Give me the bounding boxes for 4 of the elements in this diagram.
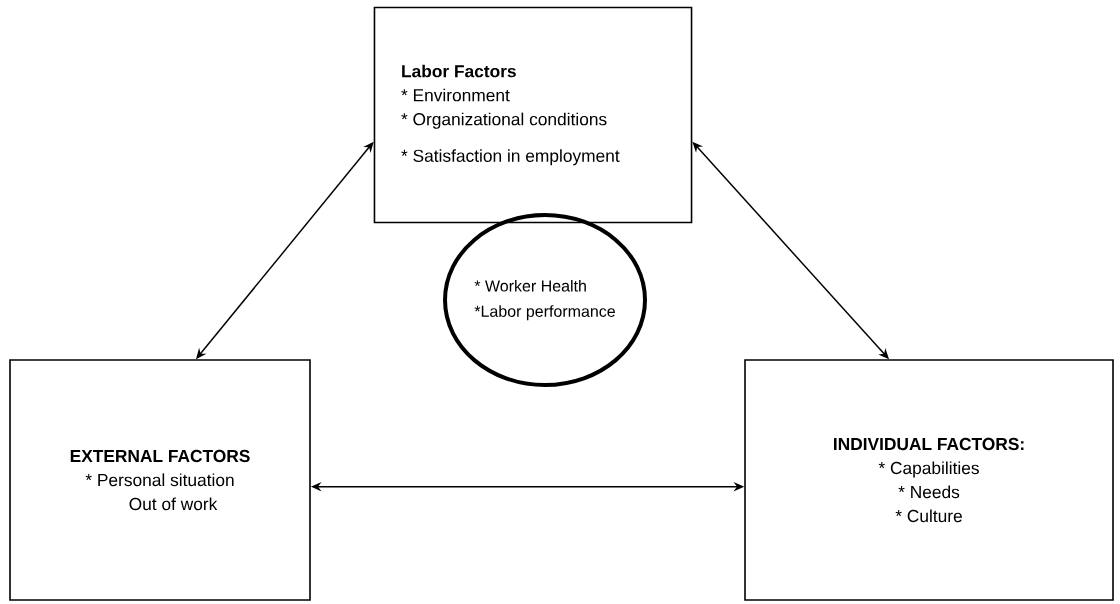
oval: * Worker Health *Labor performance [443,213,647,387]
factor-box: EXTERNAL FACTORS * Personal situation Out of work [9,359,311,601]
factor-box: INDIVIDUAL FACTORS: * Capabilities * Needs * Culture [744,359,1114,601]
factor-box: Labor Factors * Environment * Organizational conditions * Satisfaction in employment [373,6,693,224]
